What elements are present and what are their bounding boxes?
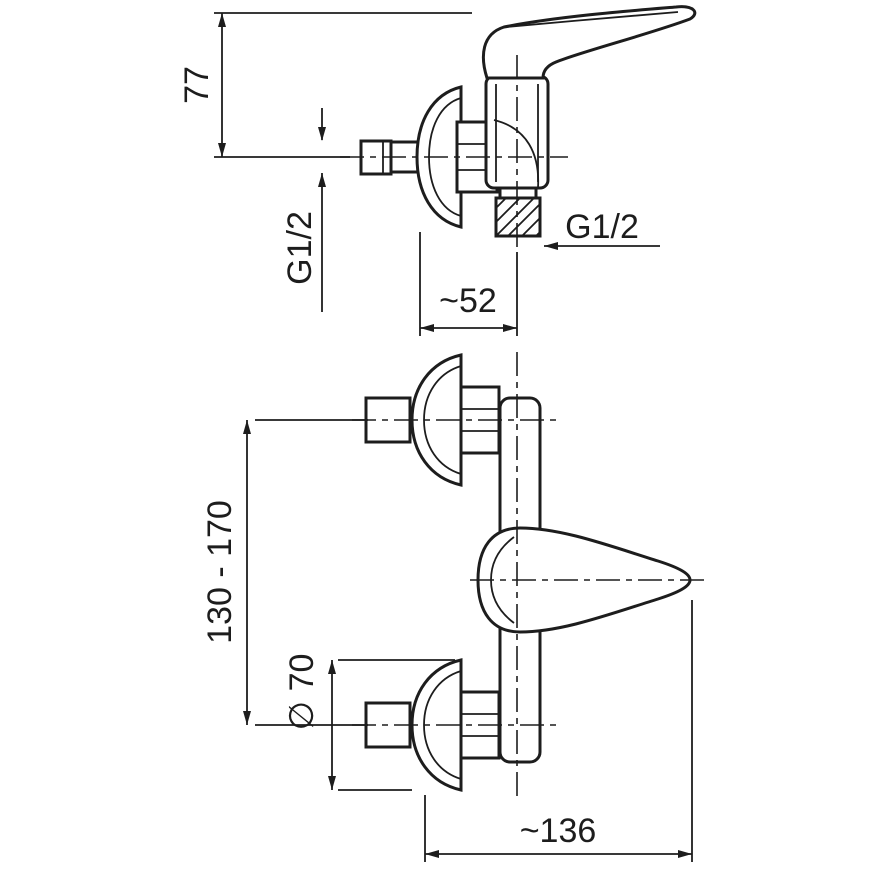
arrowhead-down bbox=[328, 776, 336, 790]
dimension-52: ~52 bbox=[419, 232, 518, 336]
arrowhead-down bbox=[218, 143, 226, 157]
arrowhead-up bbox=[243, 420, 251, 434]
arrowhead-up bbox=[318, 173, 326, 187]
dimension-136: ~136 bbox=[424, 600, 693, 862]
handle-outline bbox=[481, 5, 697, 80]
arrowhead-up bbox=[218, 13, 226, 27]
front-view: 130 - 170 ∅ 70 ~136 bbox=[201, 352, 708, 862]
body-passage-curve bbox=[493, 119, 540, 189]
dimension-inlet-thread: G1/2 bbox=[281, 108, 326, 312]
dim-label-52: ~52 bbox=[439, 282, 497, 320]
arrowhead-right bbox=[678, 850, 692, 858]
arrowhead-down bbox=[318, 127, 326, 141]
arrowhead-up bbox=[328, 660, 336, 674]
side-view-centerlines bbox=[340, 55, 568, 252]
side-view: 77 G1/2 G1/2 ~52 bbox=[178, 5, 697, 336]
outlet-thread-hatching bbox=[495, 197, 541, 237]
dimension-77: 77 bbox=[178, 12, 472, 158]
handle-top-detail bbox=[505, 11, 679, 28]
dim-label-outlet-thread: G1/2 bbox=[565, 208, 639, 246]
front-view-centerlines bbox=[352, 352, 708, 800]
dimension-130-170: 130 - 170 bbox=[201, 419, 368, 726]
arrowhead-left bbox=[425, 850, 439, 858]
dimension-diameter-70: ∅ 70 bbox=[283, 654, 455, 791]
shower-outlet bbox=[494, 188, 542, 238]
dim-label-130-170: 130 - 170 bbox=[201, 500, 239, 644]
dimension-outlet-thread: G1/2 bbox=[544, 208, 660, 250]
lever-handle-side bbox=[481, 5, 697, 80]
arrowhead-left bbox=[420, 324, 434, 332]
dim-label-diameter-70: ∅ 70 bbox=[283, 654, 321, 731]
arrowhead-down bbox=[243, 711, 251, 725]
arrowhead-left bbox=[544, 242, 558, 250]
dim-label-77: 77 bbox=[178, 66, 216, 104]
dim-label-inlet-thread: G1/2 bbox=[281, 211, 319, 285]
dim-label-136: ~136 bbox=[520, 812, 597, 850]
arrowhead-right bbox=[503, 324, 517, 332]
